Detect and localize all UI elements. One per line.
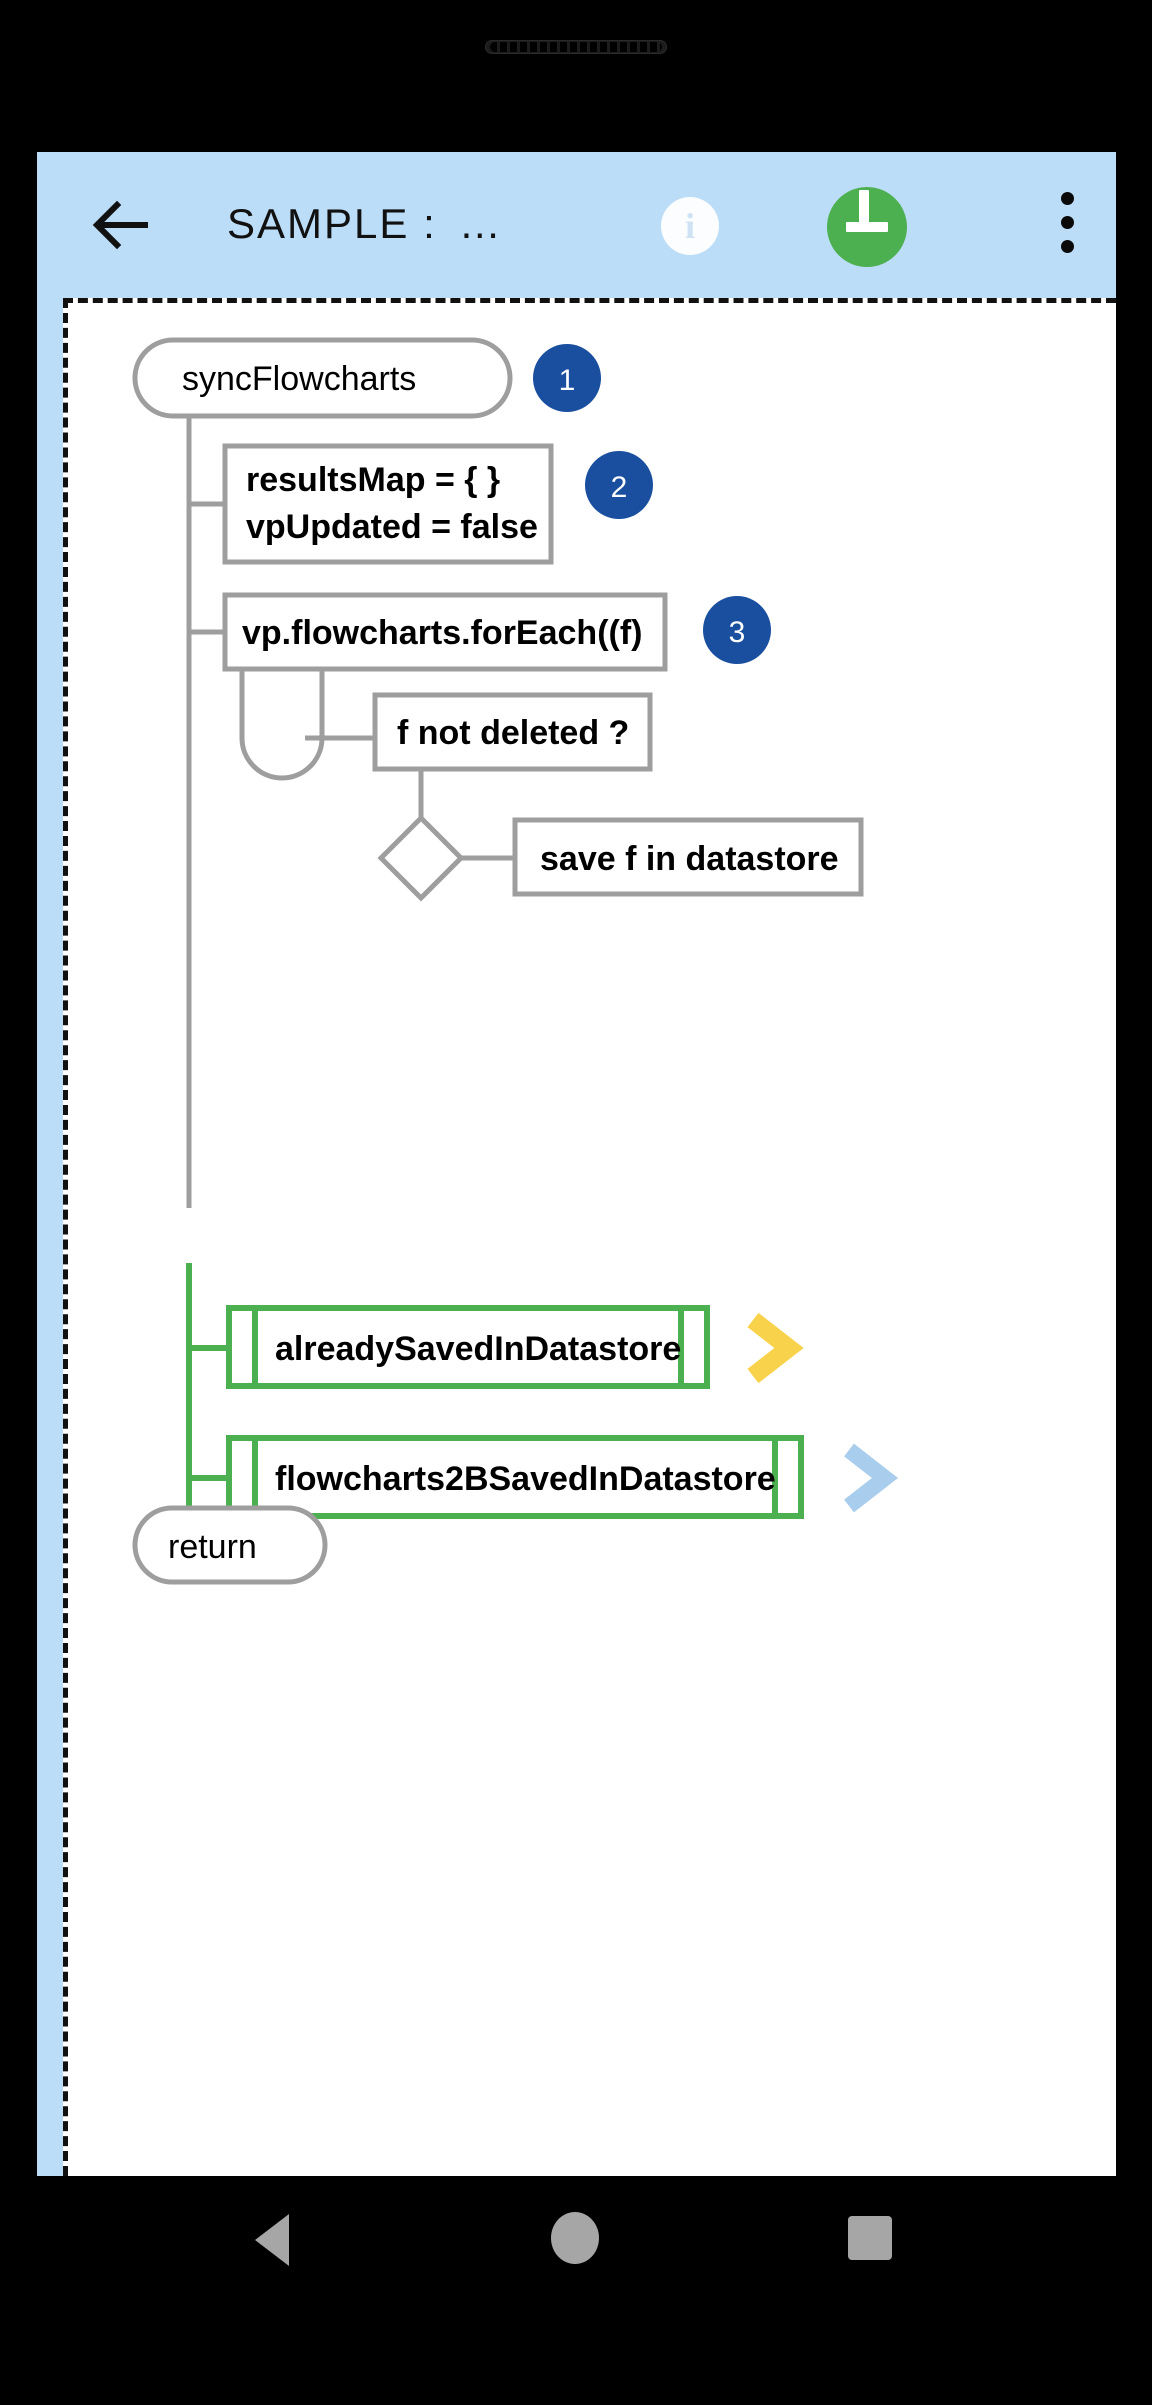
flowchart-diagram[interactable]: syncFlowcharts 1 resultsMap = { } vpUpda… [37, 298, 1116, 2176]
page-title: SAMPLE : … [227, 194, 504, 254]
node-save[interactable]: save f in datastore [512, 817, 864, 897]
more-vertical-icon-dot2 [1060, 216, 1074, 229]
node-save-label: save f in datastore [540, 840, 839, 878]
node-assign-label-line1: resultsMap = { } [246, 461, 500, 499]
chevron-right-icon-1[interactable] [747, 1312, 804, 1384]
node-subroutine-1[interactable]: alreadySavedInDatastore [226, 1305, 710, 1389]
android-navigation-bar [0, 2176, 1152, 2296]
node-return[interactable]: return [132, 1505, 328, 1585]
nav-recents-icon[interactable] [848, 2216, 892, 2260]
earpiece-speaker [485, 40, 667, 54]
info-icon: i [684, 206, 695, 246]
step-badge-1[interactable]: 1 [533, 344, 601, 412]
add-button[interactable] [827, 187, 907, 267]
step-badge-2-label: 2 [611, 471, 628, 504]
plus-icon-vertical [859, 190, 869, 232]
arrow-left-icon [92, 200, 148, 250]
more-vertical-icon-dot1 [1060, 192, 1074, 205]
overflow-menu-button[interactable] [1047, 192, 1087, 264]
app-window: SAMPLE : … i [37, 152, 1116, 2176]
chevron-right-icon-2[interactable] [844, 1443, 899, 1513]
node-assign-label-line2: vpUpdated = false [246, 508, 538, 546]
node-assign[interactable]: resultsMap = { } vpUpdated = false [222, 443, 554, 565]
node-condition-label: f not deleted ? [397, 714, 629, 752]
step-badge-2[interactable]: 2 [585, 451, 653, 519]
flowchart-canvas[interactable]: syncFlowcharts 1 resultsMap = { } vpUpda… [37, 298, 1116, 2176]
canvas-left-gutter [37, 298, 63, 2176]
node-subroutine-2[interactable]: flowcharts2BSavedInDatastore [226, 1435, 804, 1519]
app-bar: SAMPLE : … i [37, 152, 1116, 298]
speaker-grille [490, 42, 662, 52]
page-title-overflow: … [458, 200, 504, 247]
step-badge-3[interactable]: 3 [703, 596, 771, 664]
node-condition[interactable]: f not deleted ? [372, 692, 653, 772]
flow-connectors-green [186, 1263, 229, 1528]
step-badge-1-label: 1 [559, 364, 576, 397]
back-button[interactable] [89, 197, 153, 253]
page-title-text: SAMPLE : [227, 200, 437, 247]
nav-back-icon[interactable] [255, 2214, 289, 2266]
node-start-label: syncFlowcharts [182, 360, 416, 398]
step-badge-3-label: 3 [729, 616, 746, 649]
node-loop-label: vp.flowcharts.forEach((f) [242, 614, 642, 652]
node-decision[interactable] [377, 814, 465, 902]
more-vertical-icon-dot3 [1060, 240, 1074, 253]
node-start[interactable]: syncFlowcharts [132, 337, 513, 419]
node-subroutine-1-label: alreadySavedInDatastore [275, 1330, 681, 1368]
nav-home-icon[interactable] [551, 2212, 599, 2264]
info-button[interactable]: i [661, 197, 719, 255]
canvas-selection-frame [63, 298, 1116, 2176]
node-return-label: return [168, 1528, 257, 1566]
node-loop[interactable]: vp.flowcharts.forEach((f) [222, 592, 668, 672]
node-subroutine-2-label: flowcharts2BSavedInDatastore [275, 1460, 776, 1498]
